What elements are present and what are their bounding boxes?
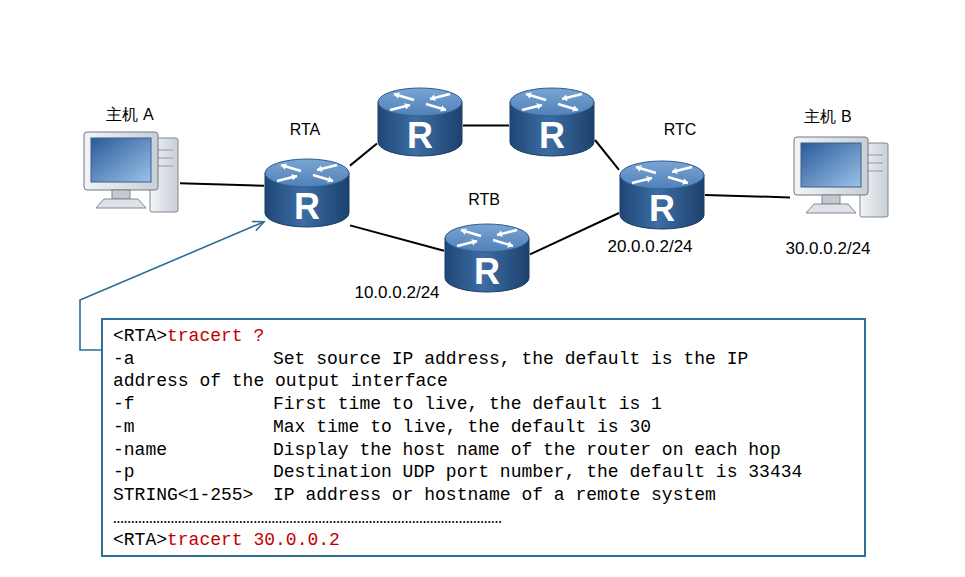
router-letter: R [407,118,433,154]
monitor-stand [822,195,840,204]
monitor-base [806,204,856,213]
router-node: R [377,86,463,158]
router-letter: R [539,118,565,154]
router-top [265,159,349,187]
router-top [378,88,462,116]
router-arrowhead [672,168,678,175]
tower-slot [156,150,173,151]
host-icon [80,128,180,220]
router-top [620,161,704,189]
network-link [595,140,619,170]
router-arrowhead [317,166,323,173]
router-arrowhead [404,103,410,110]
option-name: -a [113,348,273,371]
network-link [350,144,377,166]
host-icon [790,133,890,225]
monitor-stand [112,190,130,199]
tower-slot [866,163,883,164]
router-arrowhead [562,95,568,102]
terminal-line: -nameDisplay the host name of the router… [113,439,823,462]
device-name: 主机 A [106,107,153,123]
monitor-frame [84,132,158,190]
router-arrowhead [536,103,542,110]
network-link [463,125,509,127]
terminal-text: tracert 30.0.0.2 [167,530,340,550]
router-arrowhead [281,163,287,169]
terminal-text: Max time to live, the default is 30 [273,417,651,437]
device-name: RTA [290,122,321,138]
network-link [705,195,790,197]
router-node: RTAR [264,157,350,229]
option-name: -p [113,461,273,484]
terminal-text: <RTA> [113,530,167,550]
tower-slot [156,166,173,167]
ip-address: 10.0.0.2/24 [354,284,439,301]
monitor-screen [91,138,151,182]
router-arrowhead [682,178,688,184]
ip-address: 20.0.0.2/24 [607,238,692,255]
host-node: 主机 A [80,128,180,220]
router-node: RTBR [444,222,530,294]
ip-address: 30.0.0.2/24 [785,240,870,257]
terminal-text: IP address or hostname of a remote syste… [273,485,716,505]
router-node: RTCR [619,159,705,231]
terminal-text: Display the host name of the router on e… [273,440,781,460]
option-name: -f [113,393,273,416]
monitor-frame [794,137,868,195]
terminal-text: First time to live, the default is 1 [273,394,662,414]
router-arrowhead [572,105,578,111]
router-arrowhead [440,105,446,111]
router-letter: R [294,189,320,225]
router-arrowhead [636,165,642,171]
router-arrowhead [394,92,400,98]
network-link [530,213,619,254]
router-arrowhead [471,239,477,246]
option-name: STRING<1-255> [113,484,273,507]
network-link [350,225,444,250]
router-arrowhead [526,92,532,98]
terminal-line: -pDestination UDP port number, the defau… [113,461,823,484]
terminal-line: <RTA>tracert ? [113,325,823,348]
tower-slot [866,155,883,156]
network-link [180,183,264,186]
terminal-line: -aSet source IP address, the default is … [113,348,823,393]
terminal-text: ……………………………………………………………………………………………… [113,508,502,528]
tower-slot [156,158,173,159]
terminal-line: <RTA>tracert 30.0.0.2 [113,529,823,552]
device-name: 主机 B [804,109,851,125]
host-node: 主机 B [790,133,890,225]
terminal-line: STRING<1-255>IP address or hostname of a… [113,484,823,507]
router-letter: R [649,191,675,227]
terminal-line: ……………………………………………………………………………………………… [113,507,823,530]
router-arrowhead [507,241,513,247]
terminal-line: -fFirst time to live, the default is 1 [113,393,823,416]
terminal-text: Destination UDP port number, the default… [273,462,802,482]
device-name: RTC [664,122,697,138]
router-letter: R [474,254,500,290]
monitor-screen [801,143,861,187]
option-name: -m [113,416,273,439]
terminal-line: -mMax time to live, the default is 30 [113,416,823,439]
router-arrowhead [497,231,503,238]
option-name: -name [113,439,273,462]
device-name: RTB [468,192,500,208]
terminal-box: <RTA>tracert ?-aSet source IP address, t… [101,318,866,557]
router-node: R [509,86,595,158]
tower-slot [866,171,883,172]
terminal-text: tracert ? [167,326,264,346]
router-arrowhead [327,176,333,182]
router-top [445,224,529,252]
terminal-text: <RTA> [113,326,167,346]
terminal-text: Set source IP address, the default is th… [113,349,748,392]
router-top [510,88,594,116]
router-arrowhead [291,174,297,181]
router-arrowhead [461,228,467,234]
router-arrowhead [646,176,652,183]
router-arrowhead [430,95,436,102]
monitor-base [96,199,146,208]
